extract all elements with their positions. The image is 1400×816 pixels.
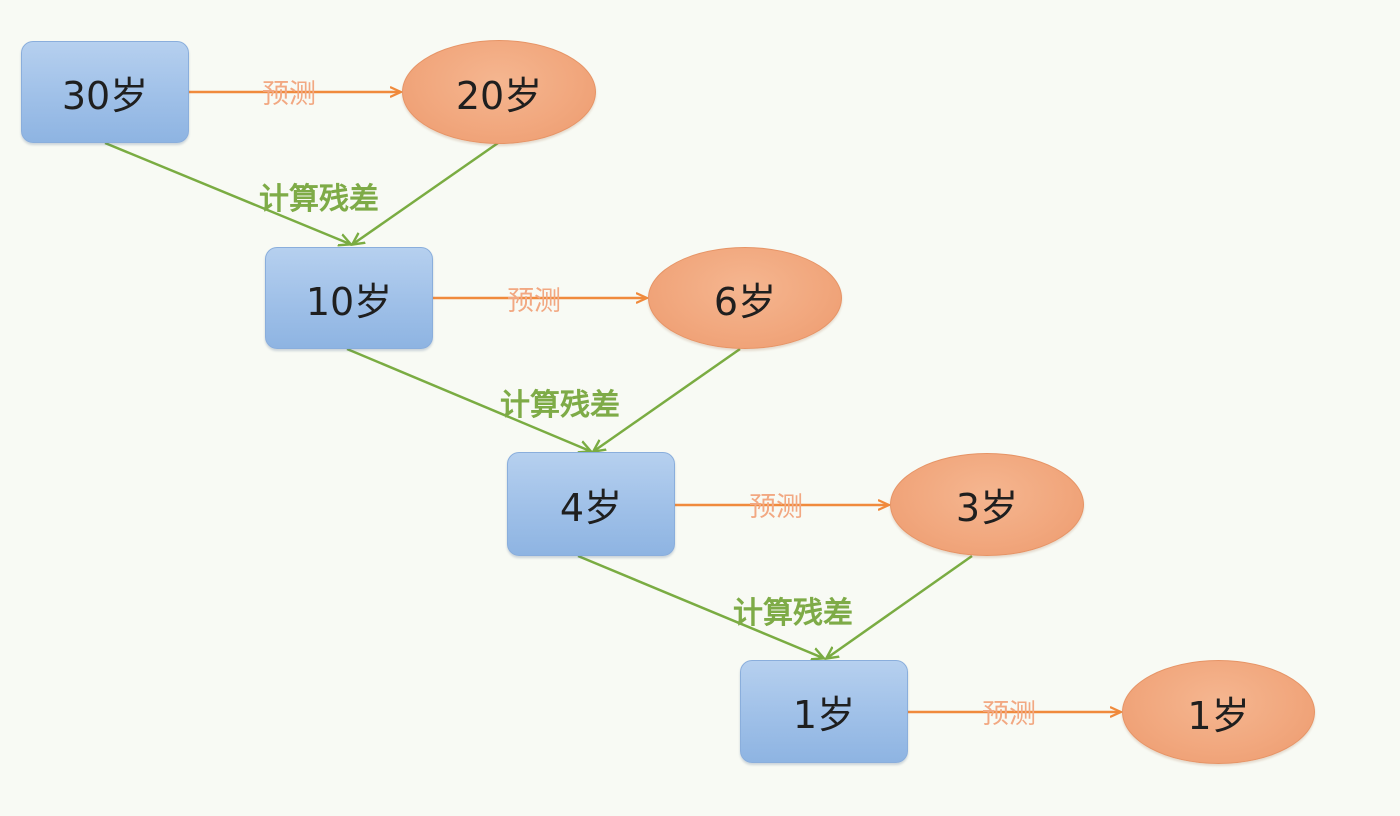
target-value-4: 1岁 (792, 693, 856, 737)
predict-label-3: 预测 (749, 492, 803, 523)
target-box-4: 1岁 (740, 660, 908, 763)
target-value-2: 10岁 (305, 279, 393, 324)
target-box-2: 10岁 (265, 247, 433, 349)
residual-arrow-from-prediction-3 (827, 554, 973, 658)
prediction-oval-4: 1岁 (1122, 660, 1315, 764)
residual-arrow-from-target-2 (346, 347, 590, 451)
prediction-oval-3: 3岁 (890, 453, 1084, 556)
target-value-1: 30岁 (61, 73, 149, 118)
residual-label-1: 计算残差 (259, 182, 379, 217)
target-value-3: 4岁 (559, 485, 623, 530)
prediction-oval-2: 6岁 (648, 247, 842, 349)
prediction-value-1: 20岁 (455, 73, 543, 118)
prediction-oval-1: 20岁 (402, 40, 596, 144)
residual-arrow-from-target-3 (577, 554, 823, 658)
residual-label-2: 计算残差 (500, 388, 620, 423)
predict-label-2: 预测 (507, 286, 561, 317)
target-box-3: 4岁 (507, 452, 675, 556)
predict-label-4: 预测 (982, 699, 1036, 730)
residual-arrow-from-prediction-1 (353, 141, 499, 244)
target-box-1: 30岁 (21, 41, 189, 143)
predict-label-1: 预测 (262, 79, 316, 110)
prediction-value-2: 6岁 (713, 279, 777, 324)
prediction-value-4: 1岁 (1187, 693, 1250, 738)
residual-arrow-from-prediction-2 (594, 347, 741, 451)
prediction-value-3: 3岁 (955, 486, 1019, 530)
residual-arrow-from-target-1 (104, 141, 350, 244)
residual-label-3: 计算残差 (733, 596, 853, 631)
